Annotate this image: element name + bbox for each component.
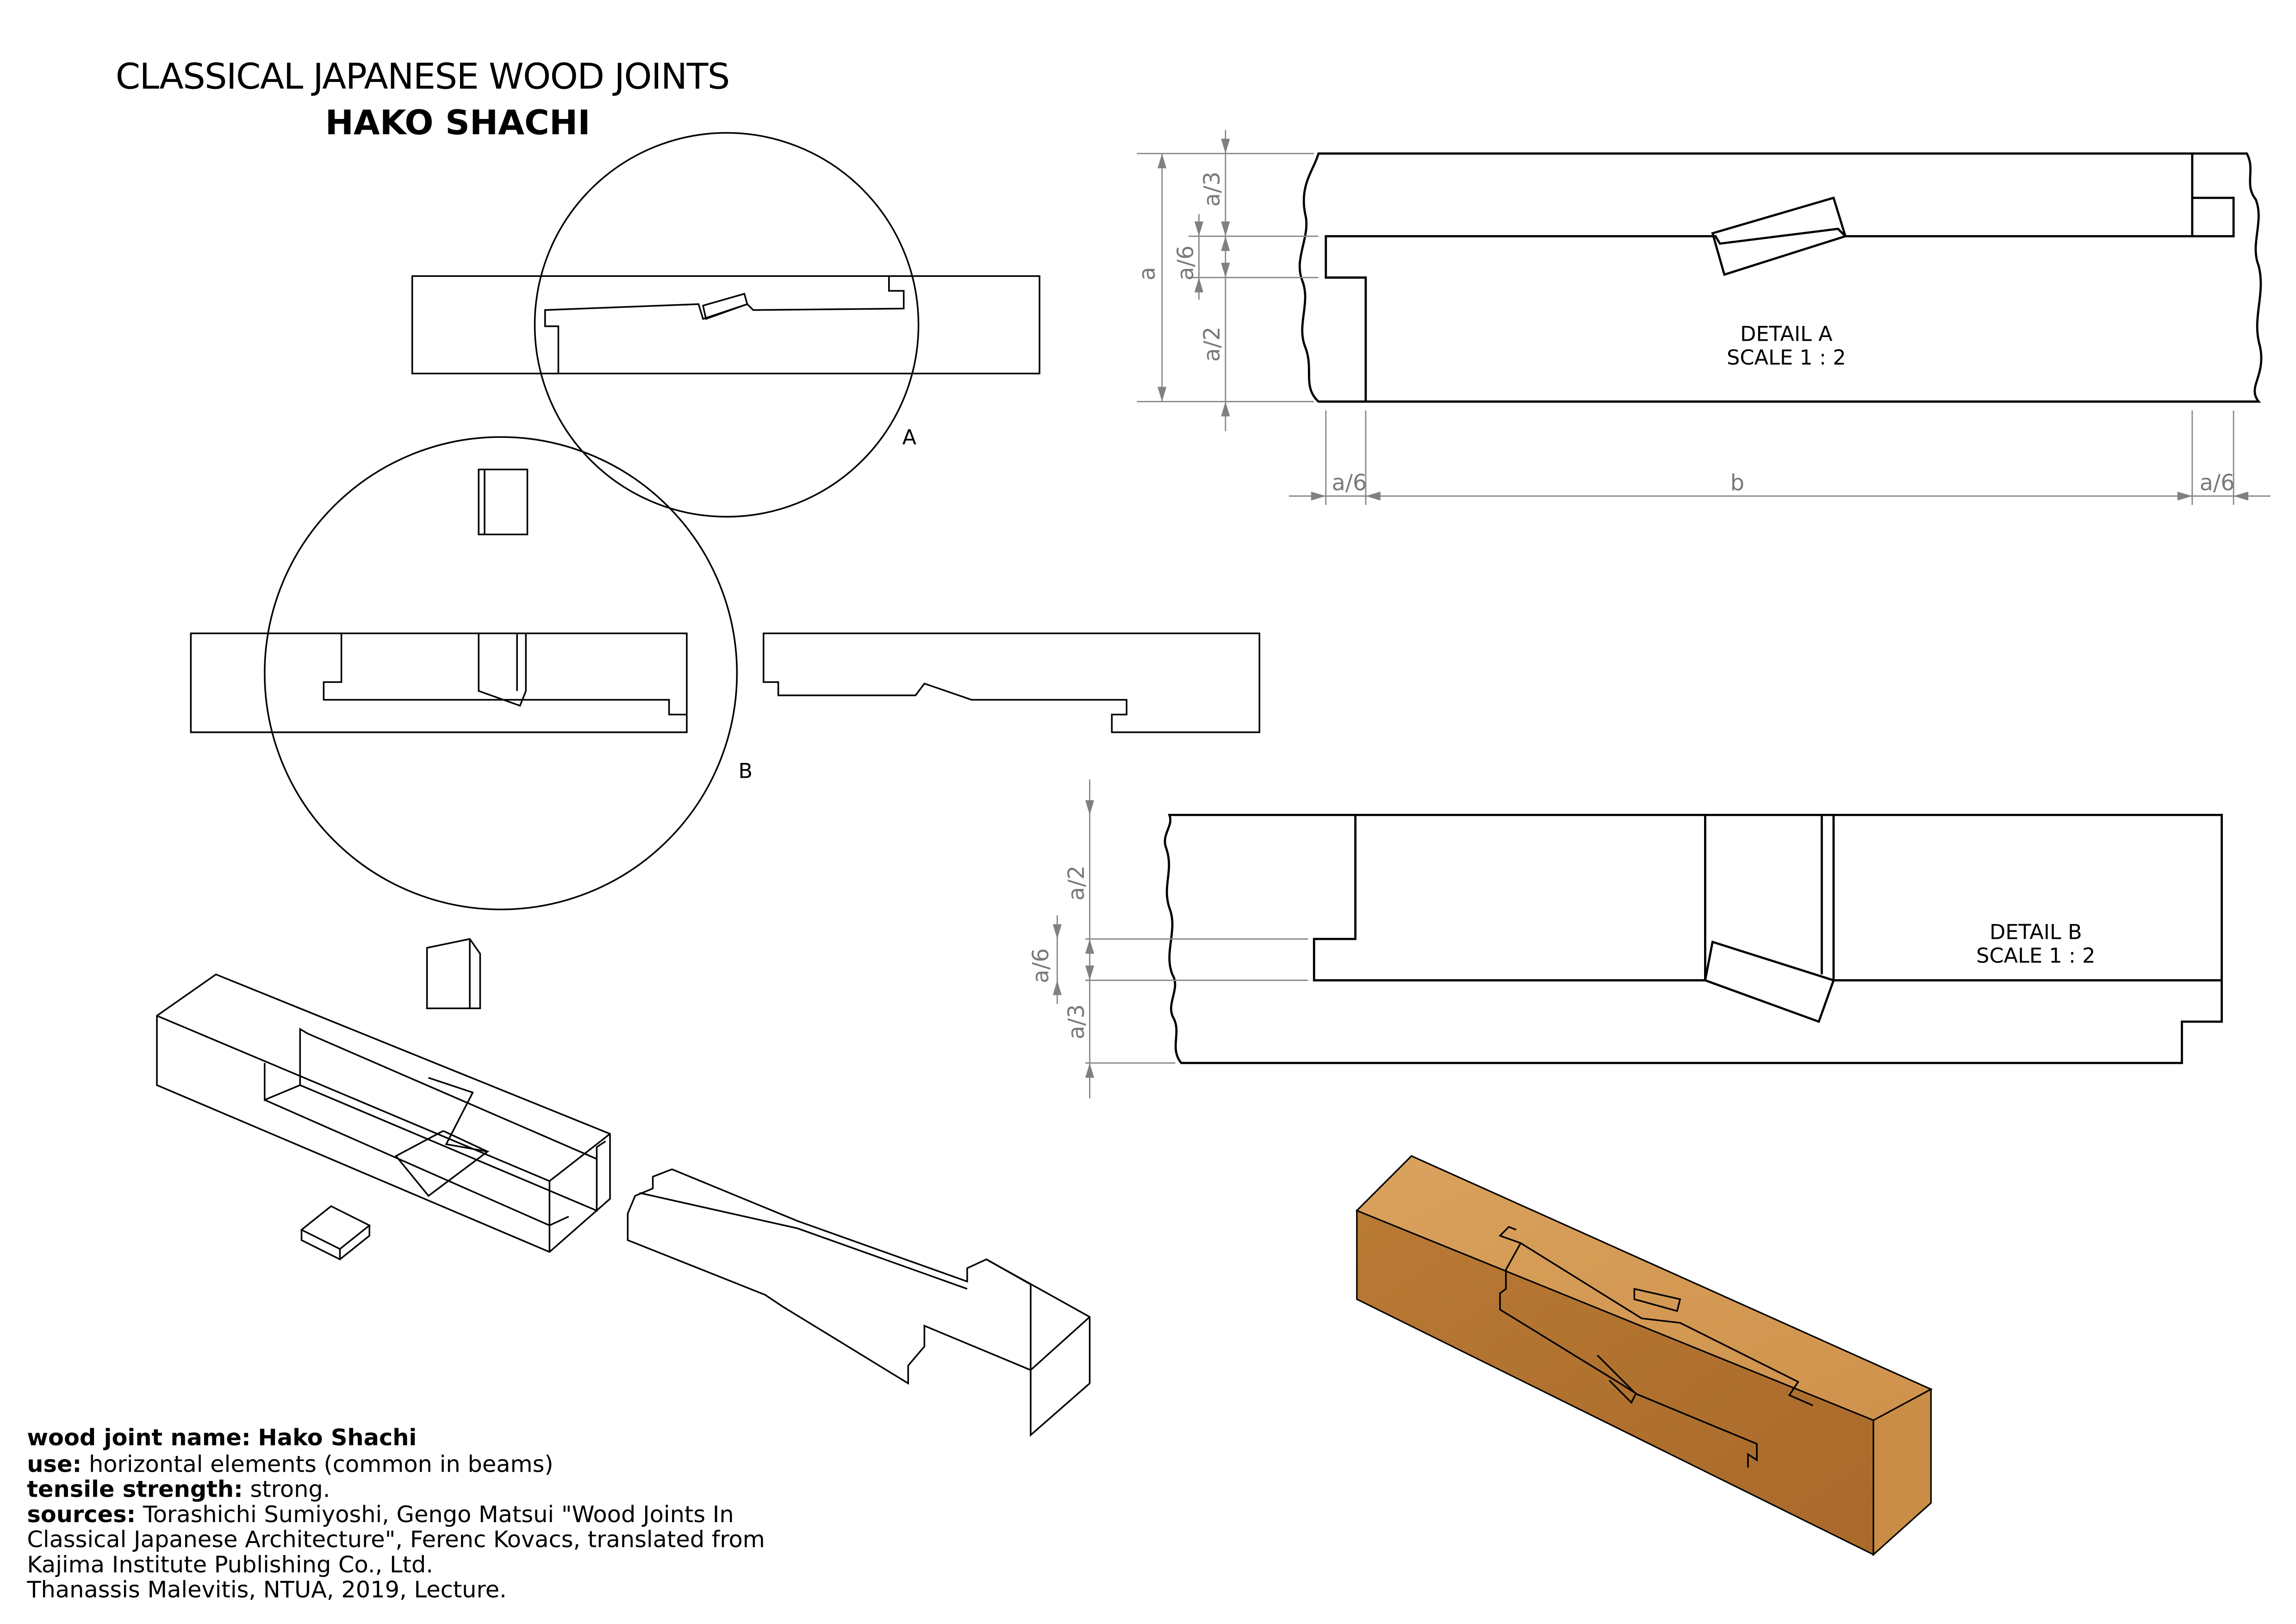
dim-a-middle: a/6	[1173, 245, 1199, 281]
info-sources-line2: Classical Japanese Architecture", Ferenc…	[27, 1526, 765, 1553]
detail-a-title: DETAIL A	[1740, 322, 1833, 346]
detail-b-title: DETAIL B	[1990, 920, 2082, 944]
detail-a-dimensions	[1137, 130, 2271, 505]
info-sources-line3: Kajima Institute Publishing Co., Ltd.	[27, 1551, 433, 1578]
detail-b-view	[1164, 813, 2223, 1064]
info-strength-line: tensile strength: strong.	[27, 1476, 330, 1503]
assembled-elevation-view	[411, 275, 1040, 375]
iso-female-beam	[156, 973, 611, 1253]
sheet-title: CLASSICAL JAPANESE WOOD JOINTS	[116, 56, 729, 97]
info-sources-line4: Thanassis Malevitis, NTUA, 2019, Lecture…	[26, 1576, 506, 1603]
detail-b-dimensions	[1052, 779, 1308, 1099]
iso-key-piece-bottom	[300, 1205, 371, 1261]
dim-b-bottom: a/3	[1064, 1004, 1089, 1039]
iso-key-piece-top	[426, 938, 481, 1009]
dim-a-bottom: a/2	[1200, 326, 1225, 362]
dim-a-right-offset: a/6	[2200, 470, 2235, 496]
detail-b-callout-circle[interactable]	[264, 436, 738, 911]
dim-b-top: a/2	[1064, 865, 1089, 900]
info-name-line: wood joint name: Hako Shachi	[27, 1424, 417, 1451]
wood-end-face	[1873, 1388, 1932, 1556]
rendered-wood-beam	[1355, 1155, 1933, 1556]
dim-a-total: a	[1135, 267, 1160, 281]
dim-a-left-offset: a/6	[1332, 470, 1367, 496]
info-block: wood joint name: Hako Shachi use: horizo…	[26, 1424, 765, 1603]
detail-b-scale: SCALE 1 : 2	[1976, 943, 2095, 968]
detail-a-scale: SCALE 1 : 2	[1727, 346, 1846, 370]
iso-male-beam	[627, 1168, 1091, 1437]
dim-a-length: b	[1730, 470, 1744, 496]
dim-a-top: a/3	[1200, 172, 1225, 207]
detail-a-callout-label: A	[902, 425, 917, 450]
key-piece-elevation	[478, 468, 529, 536]
detail-a-callout-circle[interactable]	[534, 132, 920, 518]
exploded-elevation-right-piece	[762, 632, 1261, 733]
info-use-line: use: horizontal elements (common in beam…	[27, 1451, 553, 1478]
info-sources-line1: sources: Torashichi Sumiyoshi, Gengo Mat…	[27, 1501, 734, 1528]
detail-b-callout-label: B	[739, 759, 753, 783]
joint-name-title: HAKO SHACHI	[325, 103, 591, 143]
dim-b-middle: a/6	[1028, 948, 1054, 983]
exploded-elevation-left-piece	[190, 632, 688, 733]
